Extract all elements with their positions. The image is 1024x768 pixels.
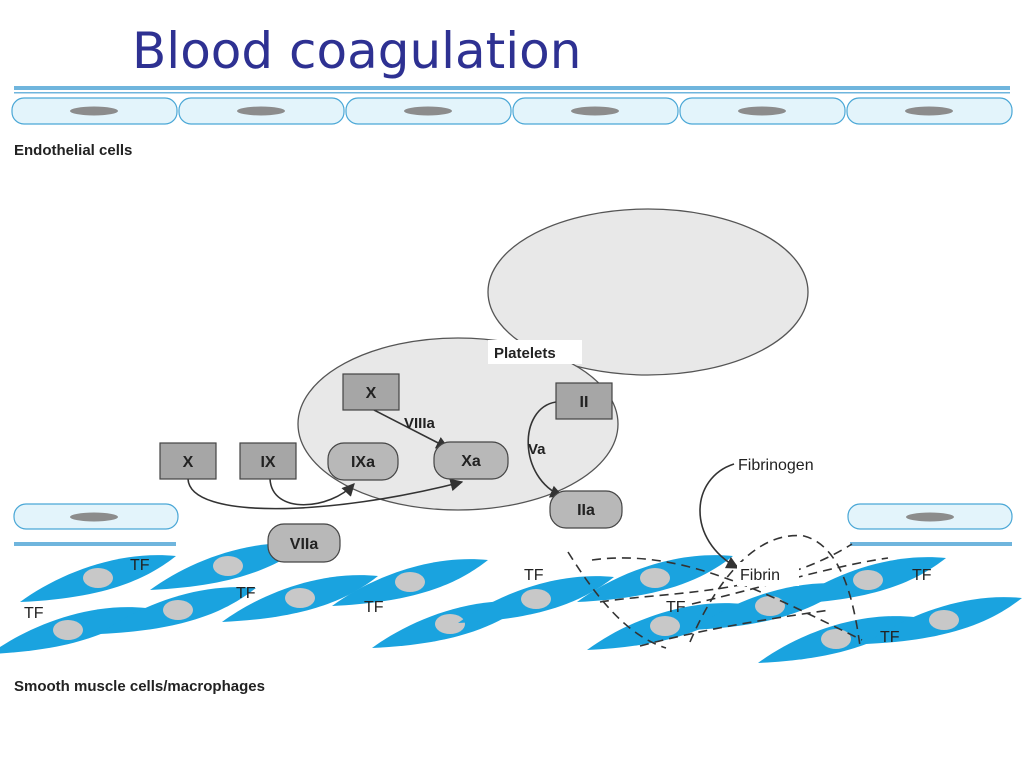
platelet-x-to-xa-arrow — [373, 409, 450, 449]
factor-ii-label: II — [580, 394, 589, 411]
factor-ii: II — [555, 382, 613, 420]
factor-x-label: X — [183, 454, 194, 471]
reaction-arrows — [187, 401, 564, 510]
endothelial-nucleus — [237, 106, 285, 116]
factor-box — [239, 442, 297, 480]
tf-label: TF — [24, 605, 44, 622]
factor-x-platelet-label: X — [366, 385, 377, 402]
endothelial-nucleus — [404, 106, 452, 116]
fibrin-label-bg — [737, 562, 799, 586]
fibrinogen-label: Fibrinogen — [738, 457, 814, 474]
fibrinogen-to-fibrin-arrow — [699, 463, 740, 569]
tf-label: TF — [912, 567, 932, 584]
smooth-muscle-label: Smooth muscle cells/macrophages — [14, 678, 265, 695]
factor-xa-label: Xa — [461, 453, 481, 470]
cofactor-viiia-label: VIIIa — [404, 415, 436, 432]
factor-xa: Xa — [433, 441, 509, 480]
cofactor-va-label: Va — [528, 441, 546, 458]
factor-box — [433, 441, 509, 480]
slide-title: Blood coagulation — [132, 22, 582, 80]
factor-box — [267, 523, 341, 563]
basement-rule-right — [850, 542, 1012, 546]
factor-ixa-label: IXa — [351, 454, 375, 471]
factor-ix-label: IX — [260, 454, 275, 471]
endothelial-layer — [11, 97, 1013, 125]
factor-x-platelet: X — [342, 373, 400, 411]
tf-label: TF — [666, 599, 686, 616]
endothelial-cells-label: Endothelial cells — [14, 142, 132, 159]
endothelial-nucleus — [905, 106, 953, 116]
basement-rule-left — [14, 542, 176, 546]
endothelial-nucleus — [906, 512, 954, 522]
ii-to-iia-arrow — [527, 401, 564, 498]
ix-to-ixa-arrow — [269, 478, 355, 506]
factor-iia: IIa — [549, 490, 623, 529]
endothelial-nucleus — [70, 106, 118, 116]
tf-label: TF — [130, 557, 150, 574]
tf-label: TF — [364, 599, 384, 616]
factor-box — [555, 382, 613, 420]
factor-viia: VIIa — [267, 523, 341, 563]
factor-box — [159, 442, 217, 480]
tf-label: TF — [880, 629, 900, 646]
smooth-muscle-cell — [20, 555, 176, 602]
platelets-label: Platelets — [494, 345, 556, 362]
endothelial-nucleus — [70, 512, 118, 522]
platelet-upper — [487, 208, 809, 376]
tf-labels: TF TF TF TF TF TF TF TF — [24, 557, 932, 646]
fibrin-label: Fibrin — [740, 567, 780, 584]
factor-box — [342, 373, 400, 411]
x-to-xa-arrow — [187, 478, 464, 510]
factor-ix: IX — [239, 442, 297, 480]
factor-box — [549, 490, 623, 529]
factor-viia-label: VIIa — [290, 536, 319, 553]
title-rule-thick — [14, 86, 1010, 90]
tf-label: TF — [524, 567, 544, 584]
tf-label: TF — [236, 585, 256, 602]
fibrin-mesh — [567, 534, 889, 649]
factor-x-plasma: X — [159, 442, 217, 480]
endothelial-nucleus — [571, 106, 619, 116]
factor-box — [327, 442, 399, 481]
title-rule-thin — [14, 92, 1010, 94]
factor-ixa: IXa — [327, 442, 399, 481]
platelets-label-bg — [488, 340, 582, 364]
endothelial-nucleus — [738, 106, 786, 116]
factor-iia-label: IIa — [577, 502, 595, 519]
